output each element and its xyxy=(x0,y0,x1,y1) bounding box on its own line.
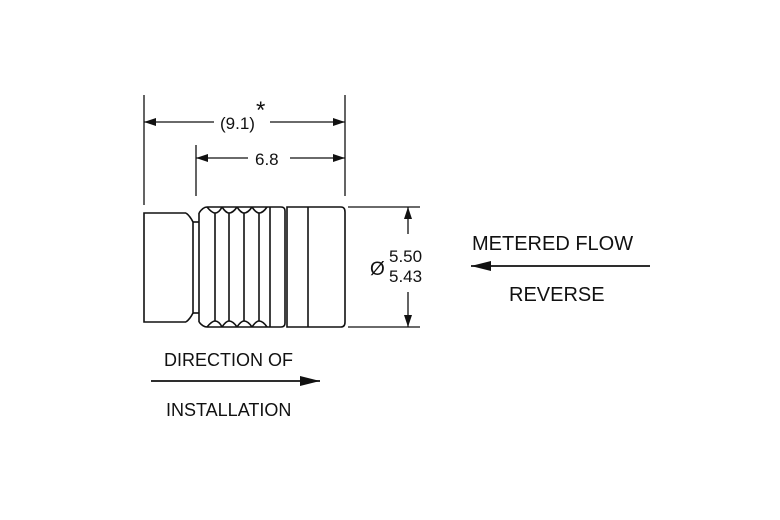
diameter-min-text: 5.43 xyxy=(389,267,422,286)
outlet-section xyxy=(286,206,346,328)
direction-of-label: DIRECTION OF xyxy=(164,350,293,370)
installation-label: INSTALLATION xyxy=(166,400,291,420)
extension-lines xyxy=(143,95,420,328)
inlet-section xyxy=(143,212,186,323)
body-length-text: 6.8 xyxy=(255,150,279,169)
diameter-symbol: Ø xyxy=(370,259,385,280)
overall-length-dimension: (9.1) * xyxy=(144,97,345,133)
overall-length-asterisk: * xyxy=(256,97,265,124)
metered-flow-label: METERED FLOW xyxy=(472,233,633,255)
installation-direction-indicator: DIRECTION OF INSTALLATION xyxy=(151,350,320,420)
inlet-taper xyxy=(185,212,194,323)
metered-flow-indicator: METERED FLOW REVERSE xyxy=(471,233,650,306)
body-length-dimension: 6.8 xyxy=(196,150,345,169)
diameter-dimension: Ø 5.50 5.43 xyxy=(370,207,422,327)
reverse-label: REVERSE xyxy=(509,284,605,306)
overall-length-text: (9.1) xyxy=(220,114,255,133)
valve-body xyxy=(143,206,346,328)
diameter-max-text: 5.50 xyxy=(389,247,422,266)
